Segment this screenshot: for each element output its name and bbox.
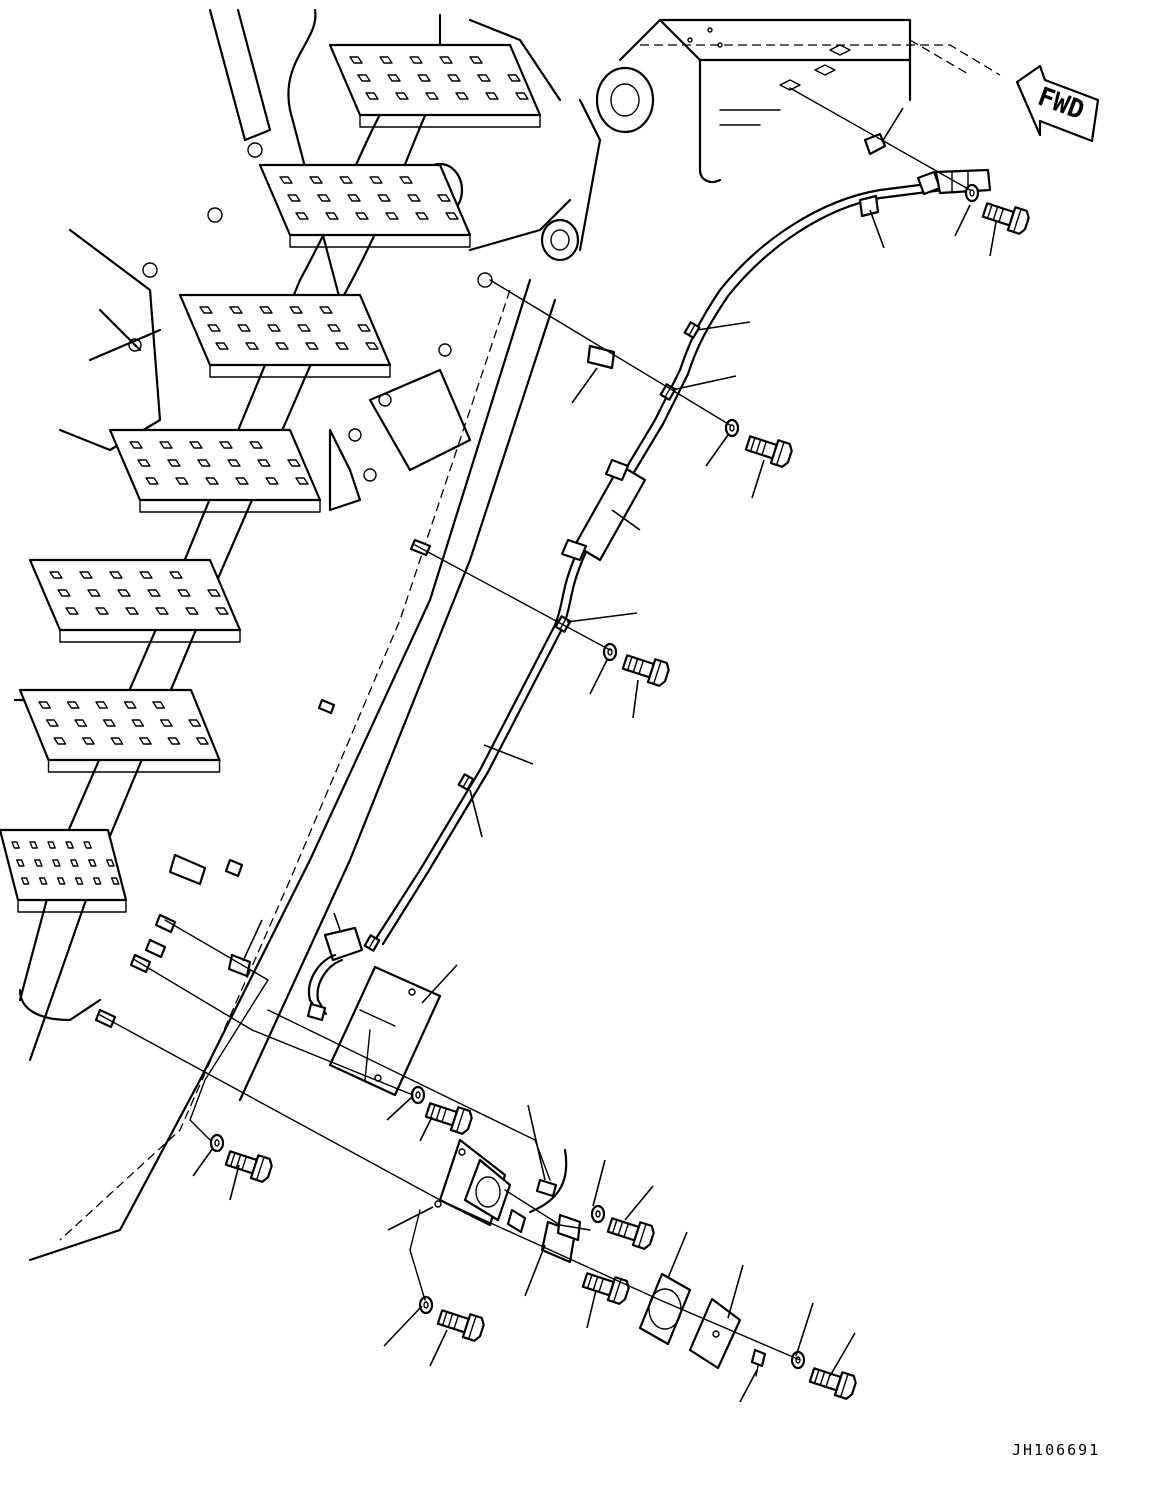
frame-box: [620, 20, 1000, 182]
explosion-lines: [100, 88, 970, 1360]
ladder-structure: [0, 10, 653, 1260]
callout-leaders: [193, 108, 996, 1402]
hardware-parts: [209, 183, 1032, 1402]
fwd-arrow-icon: FWD: [1017, 66, 1098, 141]
wiring-harness: [308, 134, 990, 1020]
drawing-number: JH106691: [1012, 1441, 1101, 1459]
